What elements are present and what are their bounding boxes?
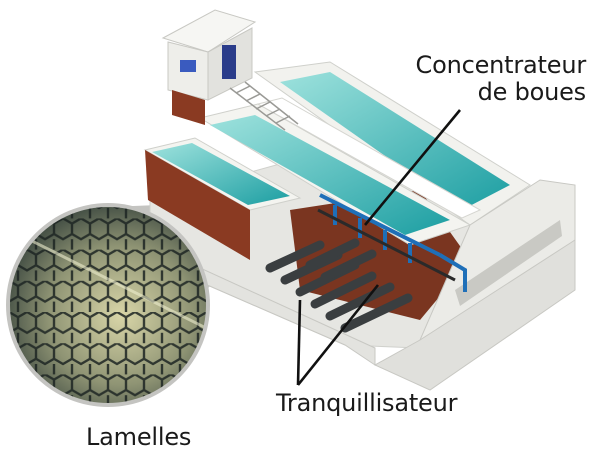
control-building-base	[172, 90, 205, 125]
basin-front-water	[210, 115, 450, 235]
lamelles-magnifier	[6, 203, 210, 407]
control-building-roof	[161, 9, 257, 53]
leader-lines	[296, 109, 462, 386]
basin-left-water	[152, 143, 290, 205]
pump-motor	[180, 60, 196, 72]
right-wall-slot	[455, 220, 562, 306]
concentrateur-label: Concentrateur de boues	[415, 51, 587, 106]
lamelles-label: Lamelles	[86, 423, 192, 451]
basin-back-water	[280, 72, 510, 210]
sludge-concentrator	[319, 193, 467, 292]
central-walkway	[256, 97, 482, 219]
tranquilizer-bars	[265, 238, 413, 333]
right-side-wall-face	[373, 239, 576, 391]
concentrator-rail	[317, 208, 456, 282]
concentrateur-label-line1: Concentrateur	[415, 51, 587, 79]
staircase	[229, 81, 299, 131]
pump-unit	[222, 45, 236, 79]
tranquillisateur-label: Tranquillisateur	[276, 389, 458, 417]
basin-left-brick	[145, 150, 250, 260]
concentrateur-label-line2: de boues	[477, 77, 587, 106]
